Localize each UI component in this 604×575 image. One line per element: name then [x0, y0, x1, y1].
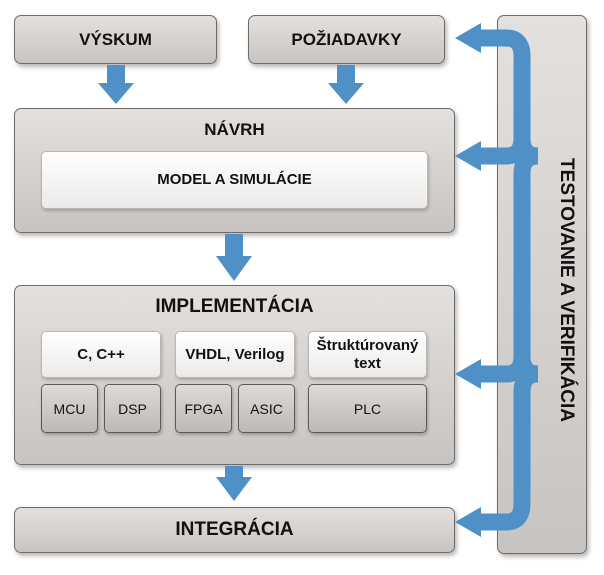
- requirements-label: POŽIADAVKY: [291, 30, 402, 49]
- arrow-implementation-to-integration: [216, 466, 252, 501]
- chip-fpga: FPGA: [175, 384, 232, 433]
- arrow-requirements-to-design: [328, 65, 364, 104]
- feedback-arrowheads: [455, 23, 481, 537]
- group-structured-text: Štruktúrovaný text: [308, 331, 427, 378]
- integration-label: INTEGRÁCIA: [175, 519, 294, 540]
- research-label: VÝSKUM: [79, 30, 152, 49]
- requirements-box: POŽIADAVKY: [248, 15, 445, 64]
- feedback-arrows: [478, 29, 539, 531]
- chip-asic: ASIC: [238, 384, 295, 433]
- chip-mcu: MCU: [41, 384, 98, 433]
- research-box: VÝSKUM: [14, 15, 217, 64]
- testing-panel: [497, 15, 587, 554]
- implementation-box: IMPLEMENTÁCIA C, C++ VHDL, Verilog Štruk…: [14, 285, 455, 465]
- arrowhead-to-implementation: [455, 359, 481, 389]
- model-simulation-box: MODEL A SIMULÁCIE: [41, 151, 428, 209]
- implementation-title: IMPLEMENTÁCIA: [155, 296, 314, 317]
- design-box: NÁVRH MODEL A SIMULÁCIE: [14, 108, 455, 233]
- integration-box: INTEGRÁCIA: [14, 507, 455, 553]
- testing-label: TESTOVANIE A VERIFIKÁCIA: [556, 158, 577, 422]
- arrowhead-to-design: [455, 141, 481, 171]
- group-c-cpp: C, C++: [41, 331, 161, 378]
- design-title: NÁVRH: [204, 120, 265, 139]
- arrowhead-to-integration: [455, 507, 481, 537]
- arrowhead-to-requirements: [455, 23, 481, 53]
- chip-dsp: DSP: [104, 384, 161, 433]
- chip-plc: PLC: [308, 384, 427, 433]
- arrow-research-to-design: [98, 65, 134, 104]
- arrow-design-to-implementation: [216, 234, 252, 281]
- group-vhdl-verilog: VHDL, Verilog: [175, 331, 295, 378]
